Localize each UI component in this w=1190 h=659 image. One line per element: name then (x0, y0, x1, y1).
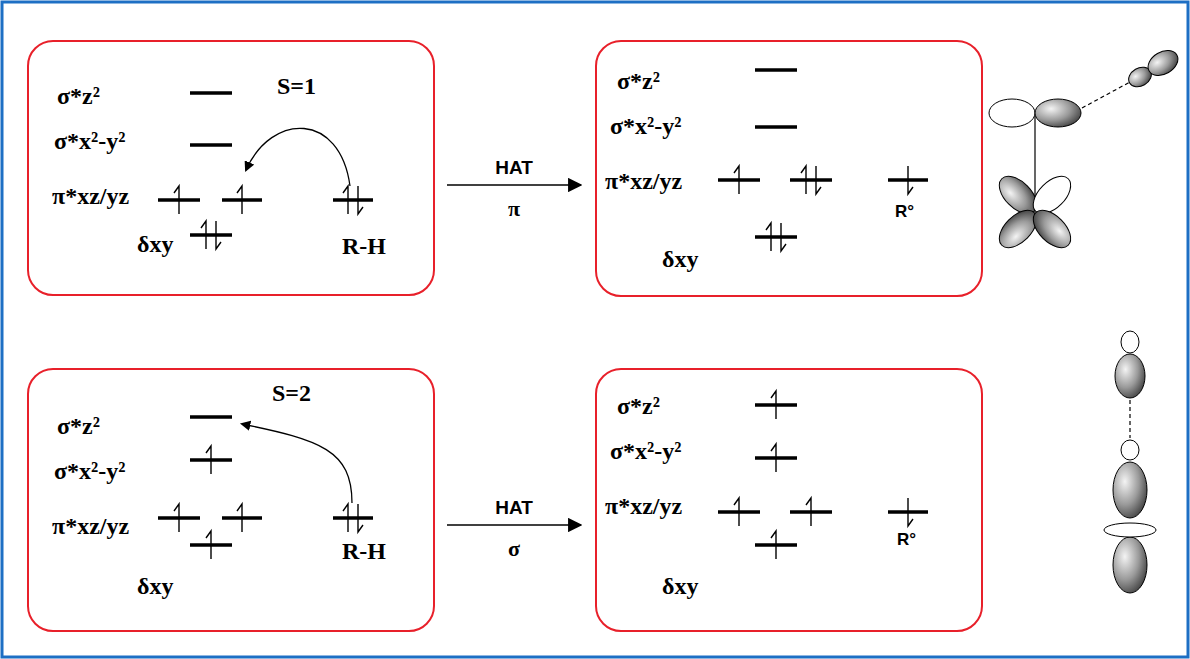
orbital-level (190, 91, 232, 95)
orbital-label: δxy (662, 573, 698, 601)
orbital-label: δxy (137, 231, 173, 259)
state-box: σ*z² σ*x²-y² π*xz/yzR° δxy (595, 368, 983, 632)
edge-label: HAT (493, 497, 535, 519)
orbital-label: S=2 (272, 380, 311, 408)
orbital-lobe (1035, 99, 1081, 127)
electron-spin (806, 498, 811, 526)
electron-spin (734, 498, 739, 526)
orbital-lobe (1144, 45, 1183, 80)
reaction-arrow (447, 184, 581, 186)
orbital-lobe (1121, 331, 1139, 353)
energy-levels (158, 70, 928, 559)
orbital-label: σ*z² (617, 68, 660, 96)
edge-label: HAT (493, 157, 535, 179)
orbital-label: σ*z² (57, 83, 100, 111)
orbital-level (190, 415, 232, 419)
electron-spin (734, 166, 739, 194)
orbital-label: σ*x²-y² (54, 128, 125, 156)
electron-spin (358, 504, 363, 532)
orbital-label: π*xz/yz (52, 183, 129, 211)
electron-spin (771, 391, 776, 419)
orbital-level (755, 125, 797, 129)
pathway-label: σ (508, 536, 520, 562)
orbital-lobe (1027, 204, 1078, 255)
orbital-label: σ*z² (57, 413, 100, 441)
electron-spin (771, 531, 776, 559)
orbital-lobe (1115, 354, 1145, 398)
electron-spin (766, 223, 771, 251)
electron-spin (174, 504, 179, 532)
electron-spin (237, 504, 242, 532)
electron-spin (771, 444, 776, 472)
state-box: σ*z² σ*x²-y² π*xz/yzR° δxy (595, 40, 983, 297)
bond-line (1034, 115, 1035, 205)
orbital-illustration (989, 45, 1182, 593)
orbital-label: δxy (662, 246, 698, 274)
orbital-label: R-H (342, 233, 386, 261)
orbital-label: σ*z² (617, 393, 660, 421)
orbital-level (333, 198, 373, 202)
orbital-lobe (1113, 537, 1147, 593)
electron-spin (343, 504, 348, 532)
electron-transfer-arrow (246, 128, 350, 186)
electron-spin (781, 223, 786, 251)
electron-spin (816, 166, 821, 194)
state-box: σ*z² S=2 σ*x²-y² π*xz/yzR-H δxy (27, 368, 435, 632)
electron-spin (206, 531, 211, 559)
orbital-lobe (1113, 462, 1147, 518)
orbital-level (190, 233, 232, 237)
orbital-label: R-H (342, 538, 386, 566)
electron-spin (201, 221, 206, 249)
state-box: σ*z² S=1 σ*x²-y² π*xz/yzR-H δxy (27, 40, 435, 296)
electron-spin (174, 186, 179, 214)
orbital-level (190, 143, 232, 147)
electron-spin (216, 221, 221, 249)
orbital-label: δxy (137, 573, 173, 601)
electron-spin (343, 186, 348, 214)
orbital-label: R° (897, 530, 916, 550)
orbital-label: σ*x²-y² (54, 458, 125, 486)
electron-spin (908, 498, 913, 526)
electron-spin (358, 186, 363, 214)
electron-transfer-arrow (242, 424, 352, 503)
electron-spin (801, 166, 806, 194)
orbital-label: σ*x²-y² (610, 438, 681, 466)
pathway-label: π (508, 196, 520, 222)
electron-spin (908, 166, 913, 194)
reaction-arrow (447, 524, 581, 526)
torus-ring (1104, 523, 1156, 537)
electron-spin (206, 446, 211, 474)
orbital-label: π*xz/yz (605, 493, 682, 521)
interaction-line (1082, 82, 1130, 108)
orbital-label: S=1 (277, 73, 316, 101)
orbital-lobe (989, 99, 1035, 127)
orbital-label: π*xz/yz (605, 168, 682, 196)
orbital-label: π*xz/yz (52, 513, 129, 541)
orbital-level (790, 178, 832, 182)
orbital-level (755, 235, 797, 239)
orbital-level (755, 68, 797, 72)
interaction-line (1129, 400, 1130, 438)
orbital-label: σ*x²-y² (610, 113, 681, 141)
orbital-lobe (1121, 440, 1139, 460)
electron-spin (237, 186, 242, 214)
orbital-label: R° (895, 202, 914, 222)
orbital-level (333, 516, 373, 520)
